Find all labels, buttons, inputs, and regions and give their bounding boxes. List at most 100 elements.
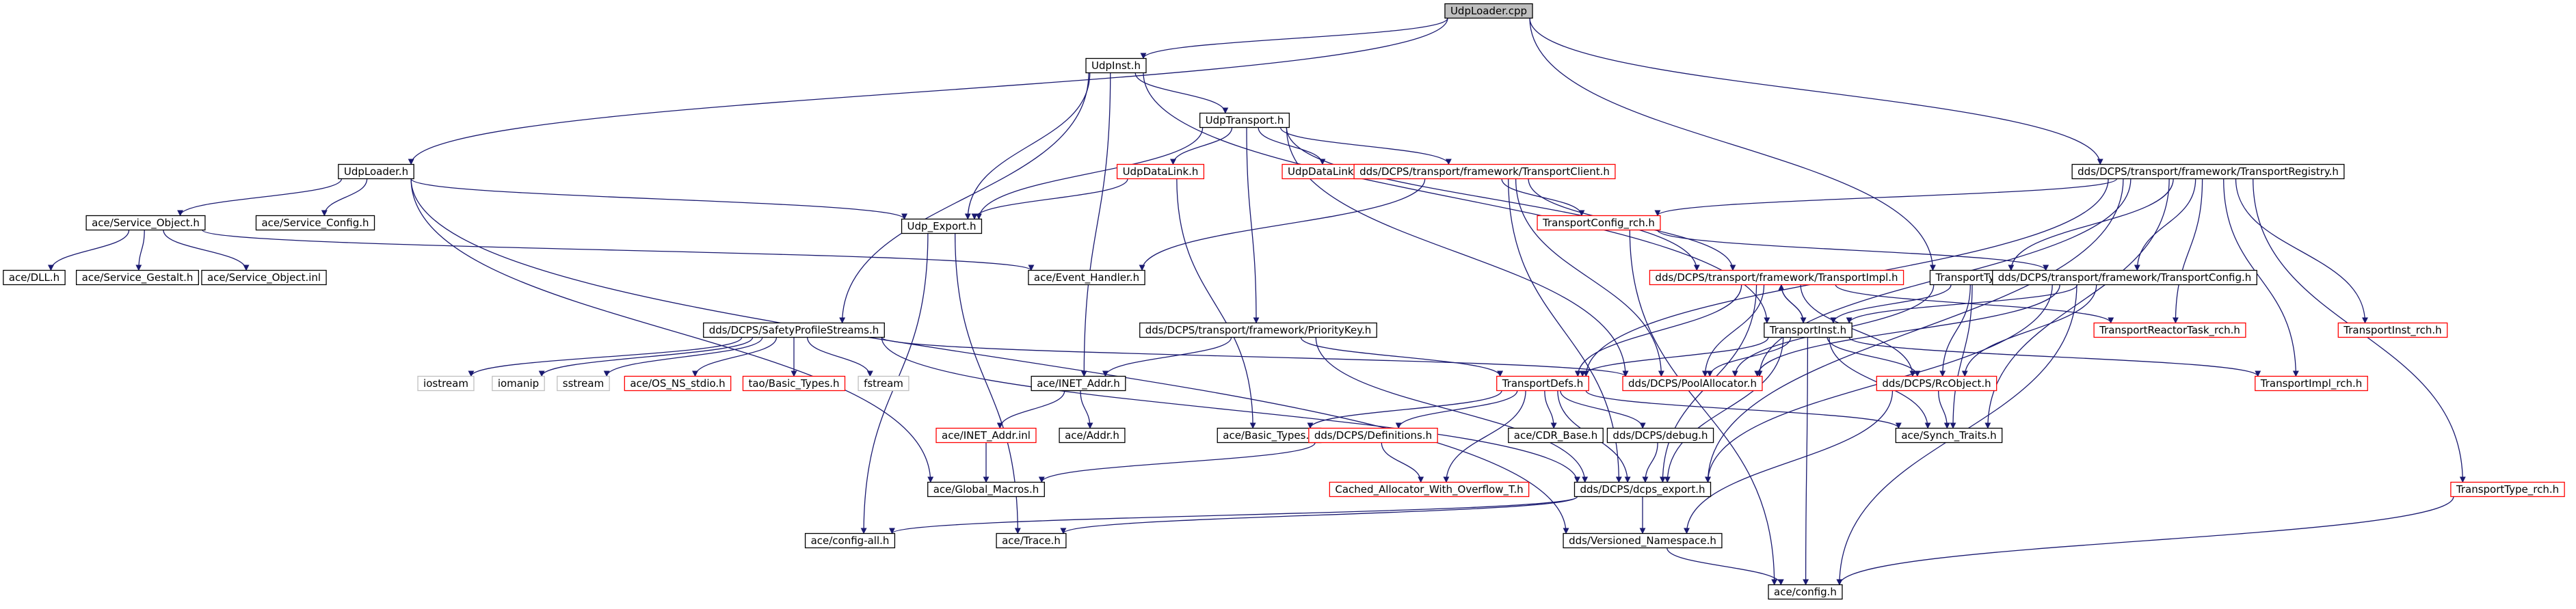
- file-node-udptransport[interactable]: UdpTransport.h: [1199, 112, 1290, 128]
- edge-transportregistry-to-synch-traits: [1984, 178, 2170, 429]
- file-node-inet-addr-inl[interactable]: ace/INET_Addr.inl: [935, 427, 1037, 444]
- file-node-poolallocator[interactable]: dds/DCPS/PoolAllocator.h: [1622, 375, 1763, 392]
- file-node-safetyprofile[interactable]: dds/DCPS/SafetyProfileStreams.h: [703, 322, 885, 338]
- edge-udploader-h-to-service-object: [177, 178, 343, 217]
- node-box: [1992, 269, 2257, 286]
- edge-transportimpl-to-transportreactortask-rch: [1835, 284, 2114, 324]
- edge-rcobject-to-versioned-namespace: [1684, 390, 1894, 534]
- file-node-service-gestalt[interactable]: ace/Service_Gestalt.h: [75, 269, 200, 286]
- edge-transportinst-to-config: [1803, 337, 1809, 586]
- file-node-fstream[interactable]: fstream: [858, 375, 909, 392]
- file-node-definitions[interactable]: dds/DCPS/Definitions.h: [1308, 427, 1438, 444]
- node-box: [3, 269, 66, 286]
- edge-udploader-h-to-versioned-namespace: [410, 178, 1569, 534]
- node-box: [2093, 322, 2246, 338]
- file-node-global-macros[interactable]: ace/Global_Macros.h: [927, 481, 1045, 498]
- edge-transportconfig-to-rcobject: [1961, 284, 2097, 377]
- node-label: dds/DCPS/transport/framework/TransportIm…: [1655, 271, 1898, 284]
- file-node-udp-export[interactable]: Udp_Export.h: [901, 218, 983, 234]
- file-node-root[interactable]: UdpLoader.cpp: [1444, 3, 1533, 19]
- node-label: dds/DCPS/Definitions.h: [1314, 429, 1432, 442]
- edge-service-object-to-service-gestalt: [135, 230, 145, 271]
- edge-transportdefs-to-debug: [1560, 390, 1646, 429]
- node-box: [996, 532, 1067, 549]
- file-node-udpdatalink[interactable]: UdpDataLink.h: [1116, 163, 1205, 180]
- file-node-service-object-inl[interactable]: ace/Service_Object.inl: [201, 269, 327, 286]
- node-label: ace/config.h: [1774, 586, 1837, 598]
- node-box: [1059, 427, 1126, 444]
- node-label: TransportReactorTask_rch.h: [2099, 324, 2240, 337]
- edge-transportdefs-to-cached-allocator: [1443, 390, 1526, 483]
- node-box: [338, 163, 414, 180]
- file-node-event-handler[interactable]: ace/Event_Handler.h: [1028, 269, 1145, 286]
- edge-transportdefs-to-synch-traits: [1585, 390, 1902, 429]
- node-label: UdpLoader.cpp: [1450, 5, 1527, 17]
- file-node-transporttype-rch[interactable]: TransportType_rch.h: [2450, 481, 2565, 498]
- node-box: [1895, 427, 2003, 444]
- edge-transportregistry-to-transportconfig: [2134, 178, 2196, 271]
- file-node-transportconfig-rch[interactable]: TransportConfig_rch.h: [1537, 215, 1661, 231]
- file-node-cached-allocator[interactable]: Cached_Allocator_With_Overflow_T.h: [1329, 481, 1530, 498]
- edge-transportimpl-to-poolallocator: [1701, 284, 1765, 377]
- node-label: TransportDefs.h: [1502, 377, 1584, 390]
- edge-root-to-udpinst: [1140, 18, 1448, 59]
- node-box: [858, 375, 909, 392]
- file-node-dll[interactable]: ace/DLL.h: [3, 269, 66, 286]
- file-node-transportinst-rch[interactable]: TransportInst_rch.h: [2337, 322, 2448, 338]
- node-label: TransportImpl_rch.h: [2260, 377, 2362, 390]
- node-box: [1876, 375, 1997, 392]
- file-node-trace[interactable]: ace/Trace.h: [996, 532, 1067, 549]
- edge-safetyprofile-to-poolallocator: [881, 336, 1629, 377]
- file-node-service-object[interactable]: ace/Service_Object.h: [85, 215, 206, 231]
- node-box: [1508, 427, 1604, 444]
- file-node-debug[interactable]: dds/DCPS/debug.h: [1606, 427, 1714, 444]
- edge-transportregistry-to-transportimpl-rch: [2223, 178, 2299, 377]
- node-box: [703, 322, 885, 338]
- file-node-transportreactortask-rch[interactable]: TransportReactorTask_rch.h: [2093, 322, 2246, 338]
- edge-rcobject-to-synch-traits: [1938, 390, 1950, 429]
- file-node-transportregistry[interactable]: dds/DCPS/transport/framework/TransportRe…: [2071, 163, 2345, 180]
- file-node-cdr-base[interactable]: ace/CDR_Base.h: [1508, 427, 1604, 444]
- file-node-synch-traits[interactable]: ace/Synch_Traits.h: [1895, 427, 2003, 444]
- file-node-ace-basic-types[interactable]: ace/Basic_Types.h: [1217, 427, 1322, 444]
- node-label: ace/INET_Addr.inl: [942, 429, 1031, 442]
- file-node-udpinst[interactable]: UdpInst.h: [1085, 57, 1147, 74]
- node-label: ace/Trace.h: [1002, 534, 1061, 547]
- file-node-inet-addr[interactable]: ace/INET_Addr.h: [1031, 375, 1126, 392]
- edge-versioned-namespace-to-config: [1667, 547, 1784, 586]
- node-box: [2255, 375, 2368, 392]
- edge-udptransport-to-udpdatalink-rch: [1258, 127, 1326, 165]
- file-node-prioritykey[interactable]: dds/DCPS/transport/framework/PriorityKey…: [1139, 322, 1377, 338]
- file-node-tao-basic-types[interactable]: tao/Basic_Types.h: [742, 375, 846, 392]
- file-node-addr[interactable]: ace/Addr.h: [1059, 427, 1126, 444]
- file-node-transportinst[interactable]: TransportInst.h: [1764, 322, 1853, 338]
- file-node-transportimpl[interactable]: dds/DCPS/transport/framework/TransportIm…: [1649, 269, 1904, 286]
- file-node-udploader-h[interactable]: UdpLoader.h: [338, 163, 414, 180]
- file-node-dcps-export[interactable]: dds/DCPS/dcps_export.h: [1574, 481, 1712, 498]
- file-node-sstream[interactable]: sstream: [557, 375, 610, 392]
- node-label: ace/Service_Object.inl: [207, 271, 321, 284]
- edge-transportregistry-to-dcps-export: [1705, 178, 2124, 483]
- file-node-transportdefs[interactable]: TransportDefs.h: [1496, 375, 1589, 392]
- file-node-service-config[interactable]: ace/Service_Config.h: [255, 215, 375, 231]
- file-node-versioned-namespace[interactable]: dds/Versioned_Namespace.h: [1563, 532, 1723, 549]
- node-label: ace/Service_Object.h: [92, 217, 200, 230]
- node-box: [2450, 481, 2565, 498]
- file-node-os-ns-stdio[interactable]: ace/OS_NS_stdio.h: [624, 375, 732, 392]
- file-node-config-all[interactable]: ace/config-all.h: [804, 532, 896, 549]
- node-label: ace/Basic_Types.h: [1223, 429, 1315, 442]
- node-label: ace/OS_NS_stdio.h: [630, 377, 725, 390]
- file-node-rcobject[interactable]: dds/DCPS/RcObject.h: [1876, 375, 1997, 392]
- node-label: ace/DLL.h: [9, 271, 59, 284]
- file-node-transportimpl-rch[interactable]: TransportImpl_rch.h: [2255, 375, 2368, 392]
- file-node-transportconfig[interactable]: dds/DCPS/transport/framework/TransportCo…: [1992, 269, 2257, 286]
- file-node-iostream[interactable]: iostream: [417, 375, 475, 392]
- edge-root-to-transportregistry: [1529, 18, 2103, 165]
- edge-transportclient-to-dcps-export: [1508, 178, 1622, 483]
- edge-transportconfig-rch-to-config: [1629, 230, 1778, 586]
- edge-udpinst-to-safetyprofile: [839, 72, 1089, 324]
- file-node-config[interactable]: ace/config.h: [1768, 584, 1843, 600]
- file-node-transportclient[interactable]: dds/DCPS/transport/framework/TransportCl…: [1353, 163, 1616, 180]
- file-node-iomanip[interactable]: iomanip: [492, 375, 545, 392]
